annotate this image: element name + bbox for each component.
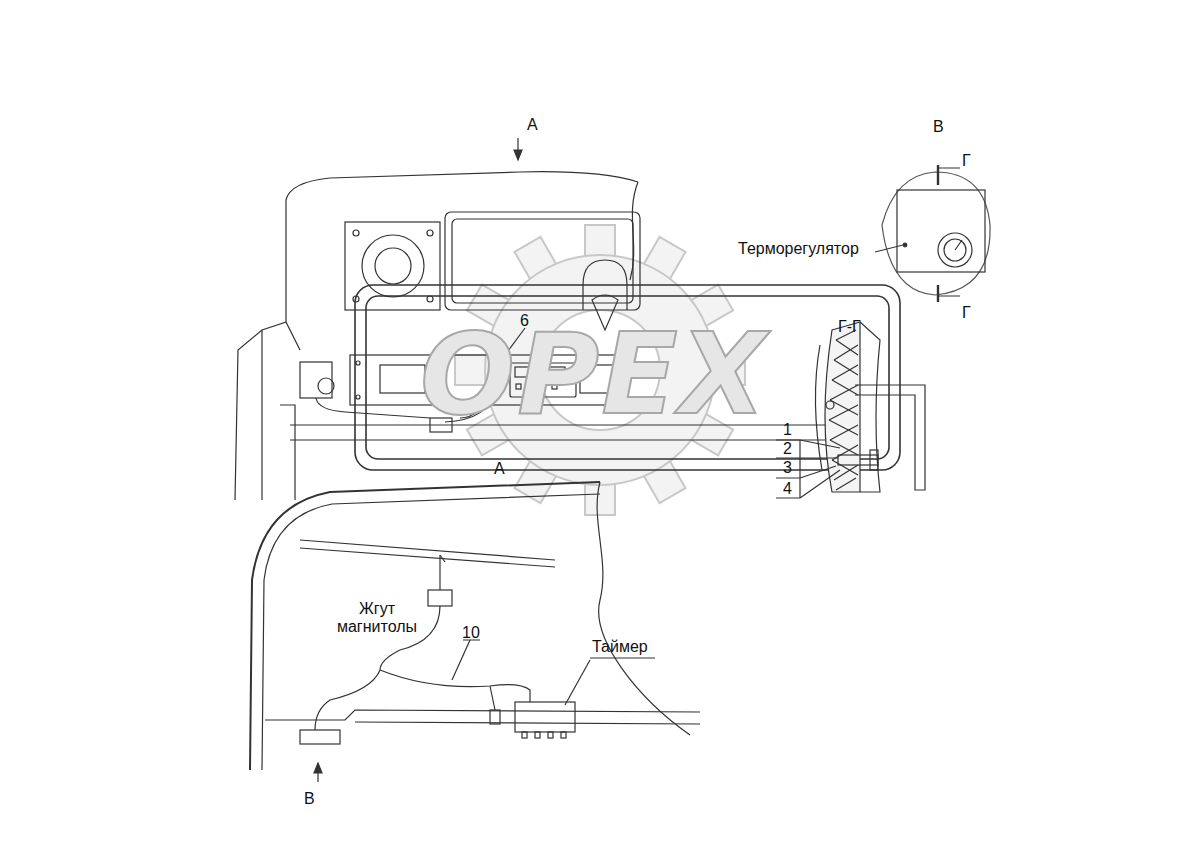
- part-label: Таймер: [592, 638, 648, 656]
- section-label: А: [494, 460, 505, 478]
- section-label: Г: [962, 152, 971, 170]
- callout-number: 1: [783, 421, 792, 439]
- view-label: В: [304, 790, 315, 808]
- part-label: Терморегулятор: [738, 240, 859, 258]
- view-label: В: [933, 118, 944, 136]
- callout-number: 3: [783, 459, 792, 477]
- callout-number: 10: [462, 624, 480, 642]
- section-label: Г-Г: [838, 318, 861, 336]
- view-label: А: [527, 116, 538, 134]
- part-label: Жгут магнитолы: [322, 600, 432, 637]
- section-label: Г: [962, 304, 971, 322]
- callout-number: 2: [783, 440, 792, 458]
- callout-number: 4: [783, 480, 792, 498]
- callout-number: 6: [520, 312, 529, 330]
- watermark-text: OPEX: [420, 310, 768, 439]
